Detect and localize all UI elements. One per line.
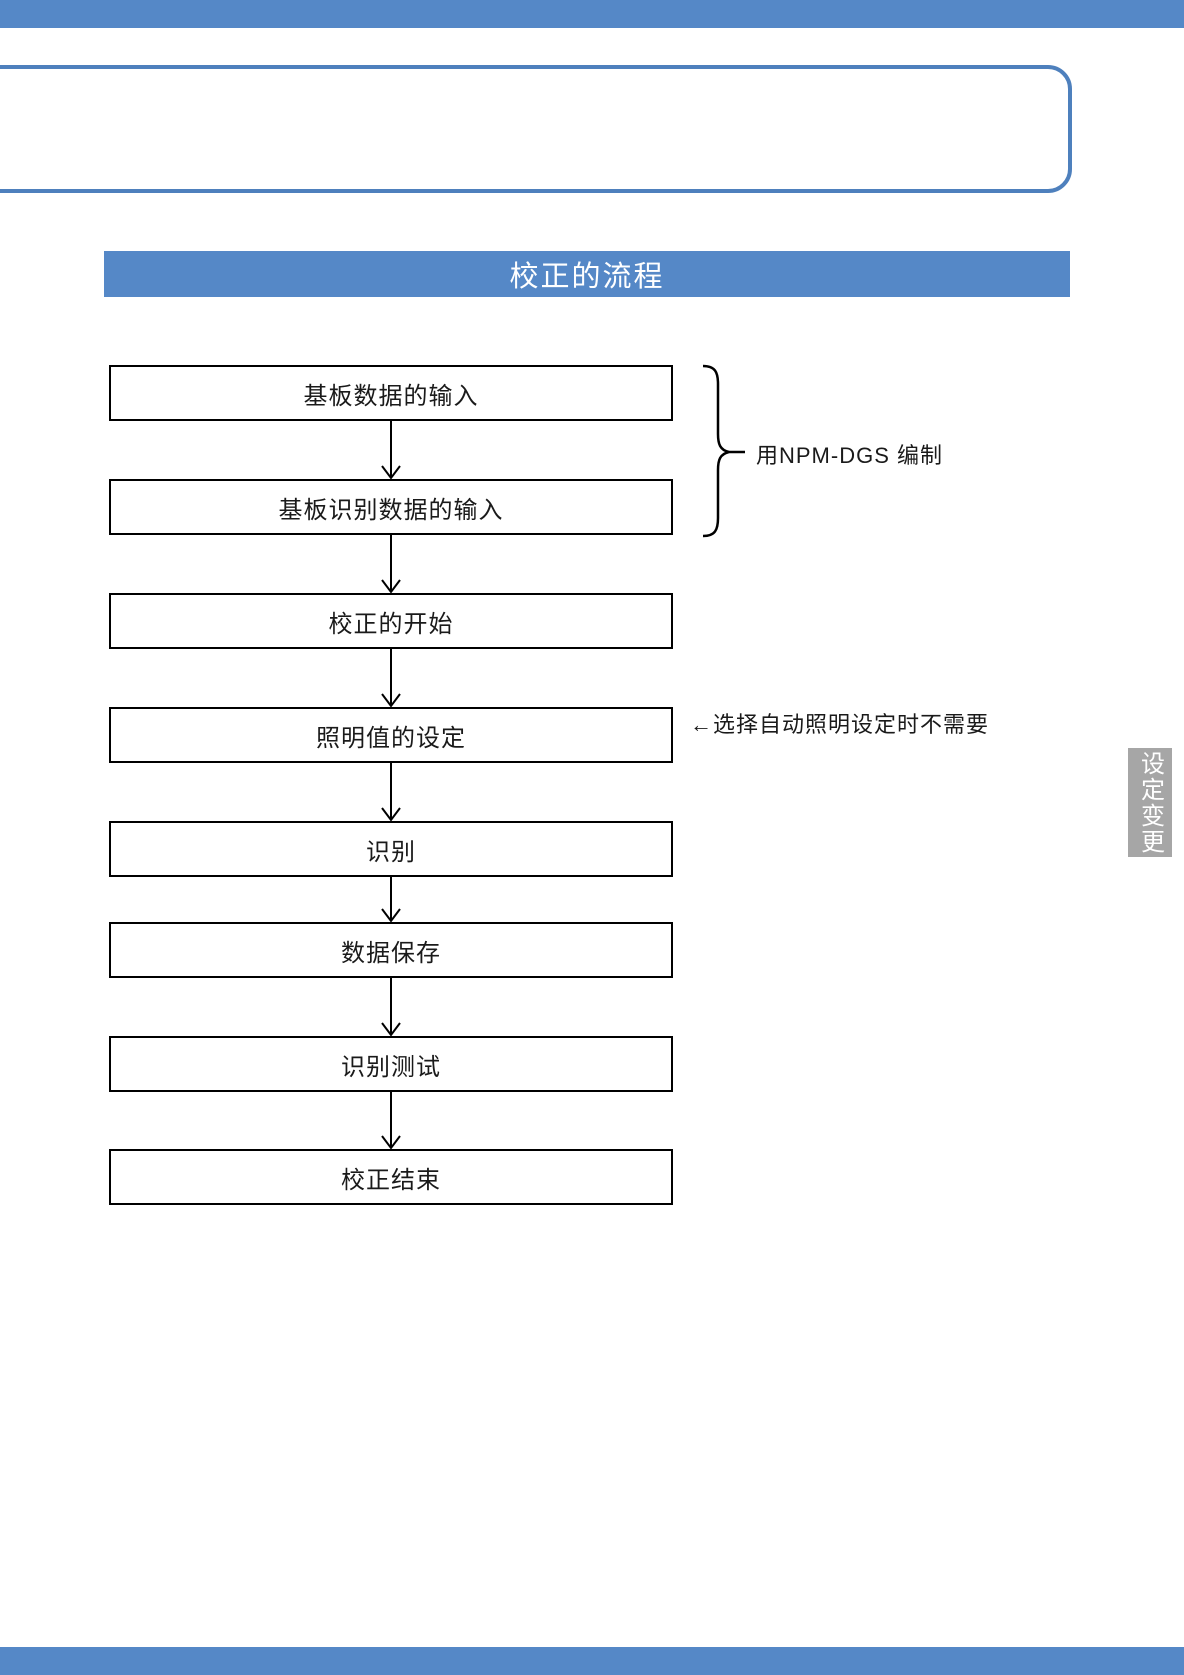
arrow-down-icon	[381, 977, 401, 1037]
curly-brace-icon	[702, 364, 745, 538]
flow-step-label: 校正结束	[341, 1166, 441, 1194]
flow-step-label: 校正的开始	[328, 610, 454, 638]
section-header: 校正的流程	[104, 251, 1070, 297]
flow-step-label: 基板识别数据的输入	[278, 496, 504, 524]
flow-step-recognition-test: 识别测试	[109, 1036, 673, 1092]
flow-step-board-recognition-data-input: 基板识别数据的输入	[109, 479, 673, 535]
arrow-down-icon	[381, 420, 401, 480]
flow-step-board-data-input: 基板数据的输入	[109, 365, 673, 421]
flow-step-label: 识别	[366, 838, 416, 866]
flow-step-label: 照明值的设定	[316, 724, 466, 752]
page-top-rule	[0, 0, 1184, 28]
side-tab-setting-change: 设定变更	[1128, 748, 1172, 857]
side-tab-label: 设定变更	[1136, 750, 1164, 855]
flow-step-illumination-setting: 照明值的设定	[109, 707, 673, 763]
arrow-down-icon	[381, 534, 401, 594]
illumination-annotation: ←选择自动照明设定时不需要	[690, 712, 990, 737]
flow-step-label: 数据保存	[341, 939, 441, 967]
note-frame	[0, 65, 1072, 193]
page-bottom-rule	[0, 1647, 1184, 1675]
arrow-down-icon	[381, 648, 401, 708]
flow-step-label: 识别测试	[341, 1053, 441, 1081]
flow-step-label: 基板数据的输入	[303, 382, 479, 410]
section-title: 校正的流程	[509, 261, 665, 293]
arrow-down-icon	[381, 876, 401, 923]
flow-step-data-save: 数据保存	[109, 922, 673, 978]
flow-step-calibration-end: 校正结束	[109, 1149, 673, 1205]
arrow-down-icon	[381, 762, 401, 822]
arrow-down-icon	[381, 1091, 401, 1150]
flow-step-calibration-start: 校正的开始	[109, 593, 673, 649]
flow-step-recognition: 识别	[109, 821, 673, 877]
brace-label: 用NPM-DGS 编制	[756, 443, 944, 468]
